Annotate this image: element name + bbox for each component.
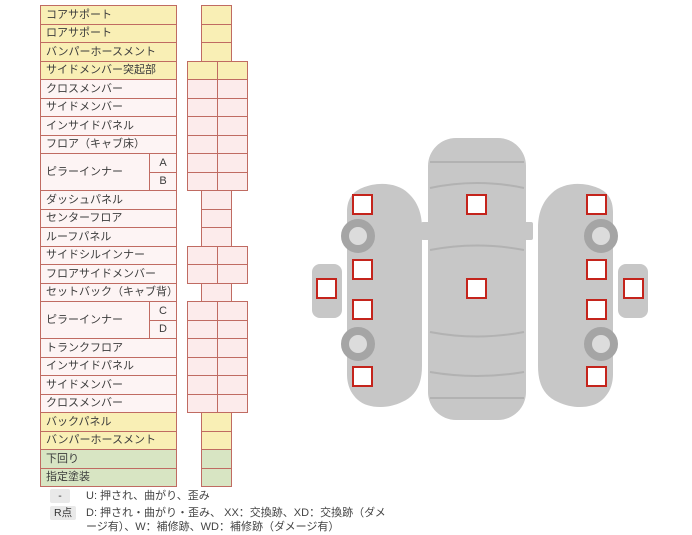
top-view-panel-lines bbox=[429, 161, 525, 399]
damage-cell[interactable] bbox=[187, 338, 218, 358]
damage-cell[interactable] bbox=[187, 153, 218, 173]
damage-cell[interactable] bbox=[201, 42, 232, 62]
car-diagram bbox=[300, 128, 660, 428]
part-sublabel: D bbox=[149, 320, 177, 339]
part-label: センターフロア bbox=[40, 209, 177, 228]
inspection-point-marker[interactable] bbox=[352, 259, 373, 280]
part-sublabel: B bbox=[149, 172, 177, 191]
part-label: フロア（キャブ床） bbox=[40, 135, 177, 154]
damage-cell[interactable] bbox=[217, 116, 248, 136]
damage-cell[interactable] bbox=[187, 264, 218, 284]
part-label: インサイドパネル bbox=[40, 116, 177, 136]
part-sublabel: A bbox=[149, 153, 177, 173]
part-label: バンパーホースメント bbox=[40, 42, 177, 62]
inspection-point-marker[interactable] bbox=[586, 259, 607, 280]
damage-cell[interactable] bbox=[187, 246, 218, 265]
wheel-icon bbox=[341, 219, 375, 253]
inspection-point-marker[interactable] bbox=[352, 194, 373, 215]
part-label: ピラーインナー bbox=[40, 301, 150, 339]
damage-cell[interactable] bbox=[201, 190, 232, 210]
part-label: コアサポート bbox=[40, 5, 177, 25]
legend-entry: - U: 押され、曲がり、歪み bbox=[50, 489, 680, 504]
wheel-icon bbox=[341, 327, 375, 361]
part-label: 指定塗装 bbox=[40, 468, 177, 487]
damage-cell[interactable] bbox=[217, 264, 248, 284]
inspection-point-marker[interactable] bbox=[352, 299, 373, 320]
damage-cell[interactable] bbox=[187, 375, 218, 395]
damage-cell[interactable] bbox=[201, 227, 232, 247]
part-sublabel: C bbox=[149, 301, 177, 321]
part-label: ルーフパネル bbox=[40, 227, 177, 247]
damage-cell[interactable] bbox=[201, 431, 232, 450]
part-label: クロスメンバー bbox=[40, 394, 177, 413]
part-label: フロアサイドメンバー bbox=[40, 264, 177, 284]
right-mirror bbox=[524, 222, 533, 240]
parts-table: コアサポートロアサポートバンパーホースメントサイドメンバー突起部クロスメンバーサ… bbox=[40, 5, 252, 489]
part-label: サイドメンバー突起部 bbox=[40, 61, 177, 80]
wheel-icon bbox=[584, 219, 618, 253]
damage-cell[interactable] bbox=[217, 135, 248, 154]
damage-cell[interactable] bbox=[187, 116, 218, 136]
damage-cell[interactable] bbox=[217, 375, 248, 395]
wheel-icon bbox=[584, 327, 618, 361]
damage-cell[interactable] bbox=[217, 153, 248, 173]
damage-cell[interactable] bbox=[217, 98, 248, 117]
damage-cell[interactable] bbox=[217, 320, 248, 339]
inspection-point-marker[interactable] bbox=[316, 278, 337, 299]
part-label: ロアサポート bbox=[40, 24, 177, 43]
part-label: ピラーインナー bbox=[40, 153, 150, 191]
legend-badge-column: - bbox=[50, 489, 86, 503]
damage-cell[interactable] bbox=[217, 172, 248, 191]
legend-badge: - bbox=[50, 489, 70, 503]
part-label: バックパネル bbox=[40, 412, 177, 432]
damage-cell[interactable] bbox=[187, 172, 218, 191]
inspection-point-marker[interactable] bbox=[623, 278, 644, 299]
damage-cell[interactable] bbox=[217, 246, 248, 265]
damage-cell[interactable] bbox=[217, 61, 248, 80]
part-label: サイドメンバー bbox=[40, 98, 177, 117]
part-label: 下回り bbox=[40, 449, 177, 469]
part-label: サイドメンバー bbox=[40, 375, 177, 395]
damage-cell[interactable] bbox=[187, 79, 218, 99]
damage-cell[interactable] bbox=[201, 283, 232, 302]
damage-cell[interactable] bbox=[217, 394, 248, 413]
inspection-point-marker[interactable] bbox=[352, 366, 373, 387]
damage-cell[interactable] bbox=[201, 209, 232, 228]
inspection-point-marker[interactable] bbox=[466, 194, 487, 215]
part-label: ダッシュパネル bbox=[40, 190, 177, 210]
damage-cell[interactable] bbox=[217, 301, 248, 321]
inspection-point-marker[interactable] bbox=[586, 299, 607, 320]
part-label: トランクフロア bbox=[40, 338, 177, 358]
inspection-point-marker[interactable] bbox=[466, 278, 487, 299]
damage-cell[interactable] bbox=[187, 135, 218, 154]
legend-text: U: 押され、曲がり、歪み bbox=[86, 490, 210, 502]
inspection-point-marker[interactable] bbox=[586, 366, 607, 387]
legend-text: D: 押され・曲がり・歪み、 XX：交換跡、XD：交換跡（ダメージ有）、W：補修… bbox=[86, 506, 386, 534]
legend-entry: R点 D: 押され・曲がり・歪み、 XX：交換跡、XD：交換跡（ダメージ有）、W：… bbox=[50, 505, 680, 535]
part-label: インサイドパネル bbox=[40, 357, 177, 376]
part-label: クロスメンバー bbox=[40, 79, 177, 99]
damage-cell[interactable] bbox=[187, 394, 218, 413]
damage-cell[interactable] bbox=[187, 357, 218, 376]
damage-cell[interactable] bbox=[201, 449, 232, 469]
damage-cell[interactable] bbox=[187, 320, 218, 339]
damage-cell[interactable] bbox=[201, 468, 232, 487]
part-label: セットバック（キャブ背） bbox=[40, 283, 177, 302]
damage-cell[interactable] bbox=[217, 338, 248, 358]
part-label: バンパーホースメント bbox=[40, 431, 177, 450]
left-mirror bbox=[421, 222, 430, 240]
damage-cell[interactable] bbox=[201, 24, 232, 43]
damage-cell[interactable] bbox=[201, 5, 232, 25]
damage-cell[interactable] bbox=[201, 412, 232, 432]
damage-cell[interactable] bbox=[187, 61, 218, 80]
inspection-point-marker[interactable] bbox=[586, 194, 607, 215]
damage-cell[interactable] bbox=[187, 98, 218, 117]
damage-cell[interactable] bbox=[217, 357, 248, 376]
damage-cell[interactable] bbox=[217, 79, 248, 99]
legend-badge-column: R点 bbox=[50, 505, 86, 520]
part-label: サイドシルインナー bbox=[40, 246, 177, 265]
legend-badge: R点 bbox=[50, 505, 77, 520]
legend: - U: 押され、曲がり、歪み R点 D: 押され・曲がり・歪み、 XX：交換跡、XD… bbox=[50, 489, 680, 535]
damage-cell[interactable] bbox=[187, 301, 218, 321]
